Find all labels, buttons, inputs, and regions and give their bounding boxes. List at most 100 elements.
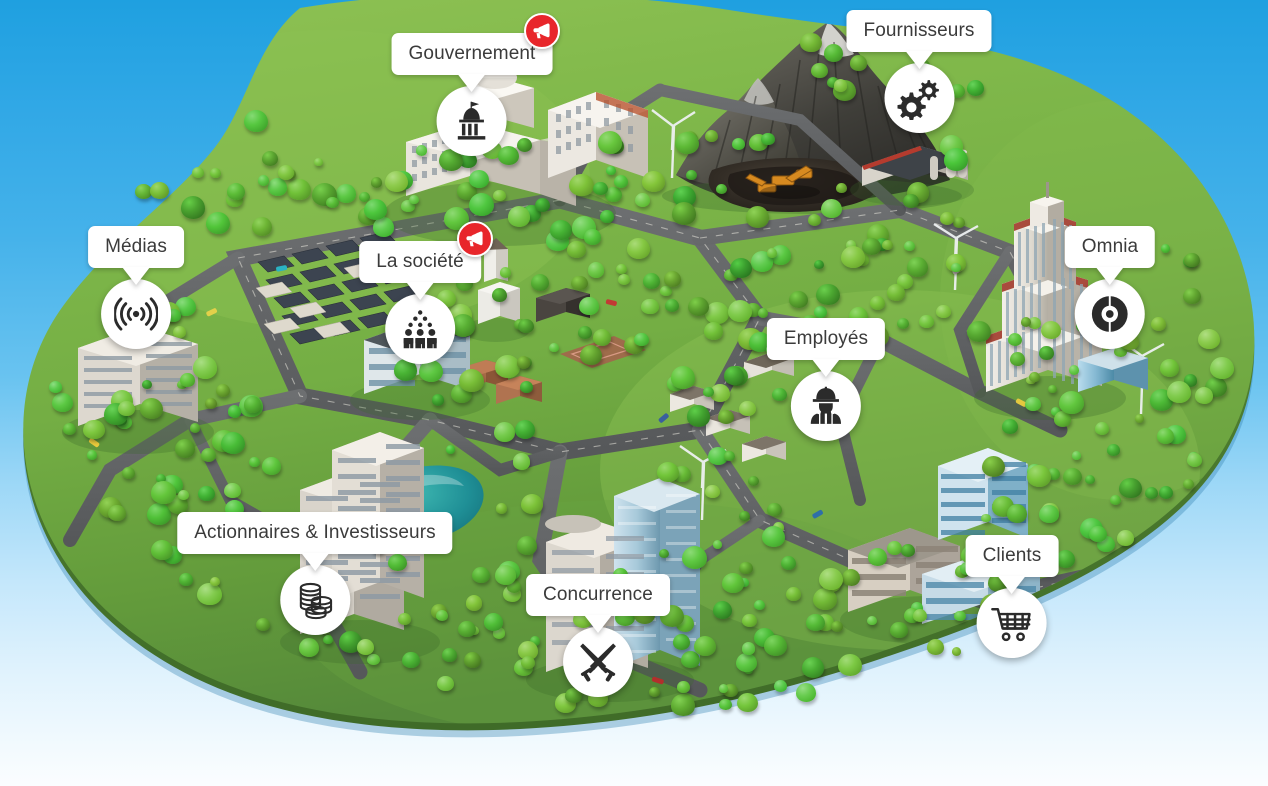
tree: [516, 356, 531, 369]
tree: [682, 546, 707, 570]
tree: [593, 181, 608, 196]
tree: [205, 211, 231, 235]
marker-label-concurrence[interactable]: Concurrence: [526, 574, 670, 616]
tree: [366, 653, 380, 666]
marker-icon-button-medias[interactable]: [100, 279, 171, 349]
tree: [673, 634, 691, 651]
tree: [298, 638, 320, 658]
tree: [674, 132, 699, 155]
marker-gouvernement[interactable]: Gouvernement: [391, 33, 553, 156]
marker-fournisseurs[interactable]: Fournisseurs: [846, 10, 992, 133]
tree: [606, 166, 616, 176]
tree: [763, 635, 787, 657]
marker-icon-button-omnia[interactable]: [1075, 279, 1145, 349]
tree: [530, 273, 550, 291]
tree: [723, 365, 745, 386]
tree: [118, 400, 136, 417]
tree: [338, 630, 363, 653]
tree: [845, 240, 857, 251]
tree: [172, 326, 187, 339]
shopping-cart-icon: [990, 601, 1034, 645]
tree: [966, 320, 991, 343]
tree: [1094, 421, 1110, 435]
tree: [578, 326, 592, 339]
tree: [179, 573, 193, 586]
tree: [150, 182, 170, 200]
tree: [512, 453, 531, 470]
tree: [192, 356, 218, 379]
marker-la-societe[interactable]: La société: [359, 241, 481, 364]
tree: [493, 422, 516, 443]
tree: [83, 419, 105, 440]
tree: [681, 651, 700, 669]
marker-label-actionnaires-investisseurs[interactable]: Actionnaires & Investisseurs: [177, 512, 453, 554]
marker-label-clients[interactable]: Clients: [965, 535, 1059, 577]
tree: [670, 365, 696, 389]
tree: [627, 237, 651, 259]
tree: [951, 263, 962, 273]
tree: [613, 175, 629, 189]
marker-concurrence[interactable]: Concurrence: [526, 574, 670, 697]
tree: [492, 189, 506, 202]
tree: [431, 394, 445, 406]
marker-icon-button-clients[interactable]: [977, 588, 1047, 658]
tree: [197, 485, 215, 502]
tree: [719, 698, 733, 711]
tree: [494, 565, 517, 586]
tree: [484, 613, 504, 631]
tree: [534, 197, 550, 212]
tree: [359, 192, 371, 203]
tree: [566, 240, 586, 258]
marker-omnia[interactable]: Omnia: [1064, 226, 1156, 349]
coin-stack-icon: [293, 578, 337, 622]
tree: [135, 183, 153, 200]
tree: [175, 297, 196, 317]
marker-medias[interactable]: Médias: [88, 226, 184, 349]
marker-icon-button-gouvernement[interactable]: [436, 86, 507, 156]
tree: [719, 684, 729, 693]
tree: [742, 614, 757, 628]
tree: [108, 504, 127, 522]
notification-badge-la-societe[interactable]: [457, 221, 493, 257]
marker-label-medias[interactable]: Médias: [88, 226, 184, 268]
tree: [142, 380, 152, 390]
marker-label-employes[interactable]: Employés: [766, 318, 886, 360]
crossed-swords-icon: [576, 640, 620, 684]
tree: [1010, 352, 1025, 367]
tree: [841, 246, 866, 269]
marker-icon-button-employes[interactable]: [790, 371, 861, 441]
tree: [658, 548, 670, 559]
marker-employes[interactable]: Employés: [766, 318, 886, 441]
marker-actionnaires-investisseurs[interactable]: Actionnaires & Investisseurs: [177, 512, 453, 635]
tree: [686, 170, 697, 180]
tree: [911, 602, 924, 614]
tree: [249, 457, 260, 467]
tree: [1197, 328, 1220, 350]
tree: [459, 152, 477, 169]
crowd-people-icon: [398, 307, 442, 351]
tree: [497, 146, 519, 166]
tree: [1055, 550, 1075, 568]
marker-icon-button-concurrence[interactable]: [562, 627, 633, 697]
tree: [827, 77, 840, 89]
tree: [393, 359, 418, 381]
tree: [981, 513, 991, 523]
notification-badge-gouvernement[interactable]: [524, 13, 560, 49]
tree: [191, 166, 205, 179]
tree: [673, 185, 697, 208]
marker-label-omnia[interactable]: Omnia: [1064, 226, 1156, 268]
tree: [517, 640, 539, 660]
tree: [842, 569, 861, 586]
marker-icon-button-actionnaires-investisseurs[interactable]: [280, 565, 350, 635]
marker-icon-button-la-societe[interactable]: [385, 294, 455, 364]
tree: [881, 239, 894, 250]
tree: [287, 178, 311, 201]
tree: [313, 157, 324, 167]
tree: [766, 248, 778, 258]
marker-label-fournisseurs[interactable]: Fournisseurs: [846, 10, 992, 52]
tree: [703, 387, 714, 397]
marker-clients[interactable]: Clients: [965, 535, 1059, 658]
tree: [227, 405, 242, 418]
marker-icon-button-fournisseurs[interactable]: [884, 63, 954, 133]
tree: [835, 182, 847, 193]
